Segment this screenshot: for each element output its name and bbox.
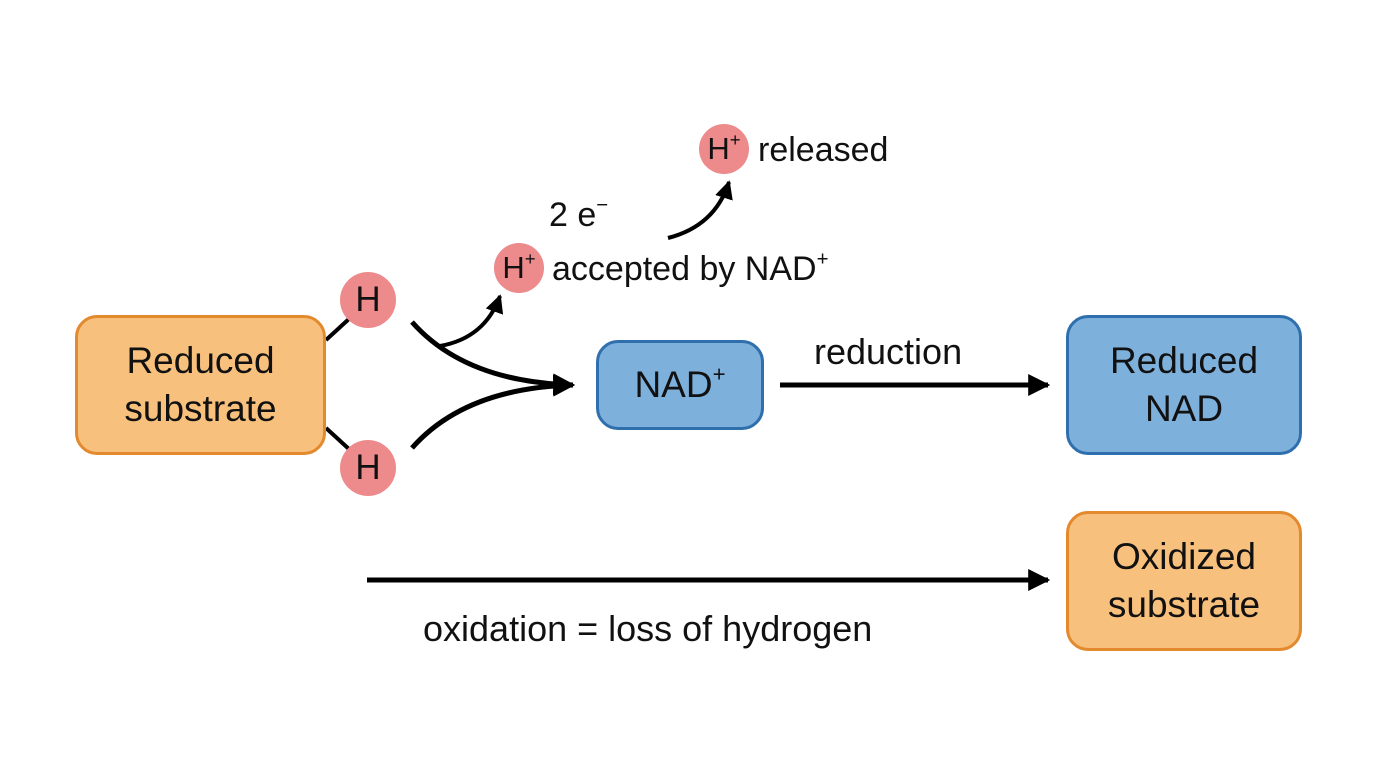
curve-arrow-top	[410, 320, 576, 396]
reduced-nad-line1: Reduced	[1109, 340, 1259, 381]
hydrogen-top-label: H	[355, 280, 381, 319]
branch-arrow-accepted	[439, 294, 504, 348]
proton-accepted-circle: H+	[494, 243, 544, 293]
proton-accepted-label: accepted by NAD+	[552, 248, 829, 288]
reduced-nad-line2: NAD	[1144, 388, 1224, 429]
oxidation-label: oxidation = loss of hydrogen	[423, 608, 873, 649]
branch-arrow-released	[667, 180, 733, 240]
electrons-label: 2 e−	[549, 194, 609, 234]
nad-box: NAD+	[596, 340, 764, 430]
oxidized-substrate-line2: substrate	[1107, 584, 1261, 625]
proton-accepted-symbol: H+	[502, 247, 536, 285]
bond-bottom	[324, 426, 352, 452]
hydrogen-atom-top: H	[340, 272, 396, 328]
oxidized-substrate-box: Oxidized substrate	[1066, 511, 1302, 651]
proton-released-label: released	[758, 131, 889, 169]
proton-released-circle: H+	[699, 124, 749, 174]
reduced-nad-box: Reduced NAD	[1066, 315, 1302, 455]
reduced-substrate-line2: substrate	[124, 388, 277, 429]
curve-arrow-bottom	[410, 374, 576, 450]
reduced-substrate-line1: Reduced	[126, 340, 275, 381]
hydrogen-atom-bottom: H	[340, 440, 396, 496]
oxidized-substrate-line1: Oxidized	[1112, 536, 1256, 577]
bond-top	[324, 316, 352, 342]
nad-label: NAD+	[634, 361, 726, 405]
hydrogen-bottom-label: H	[355, 448, 381, 487]
reduction-label: reduction	[814, 331, 963, 372]
proton-released-symbol: H+	[707, 128, 741, 166]
reduced-substrate-box: Reduced substrate	[75, 315, 326, 455]
